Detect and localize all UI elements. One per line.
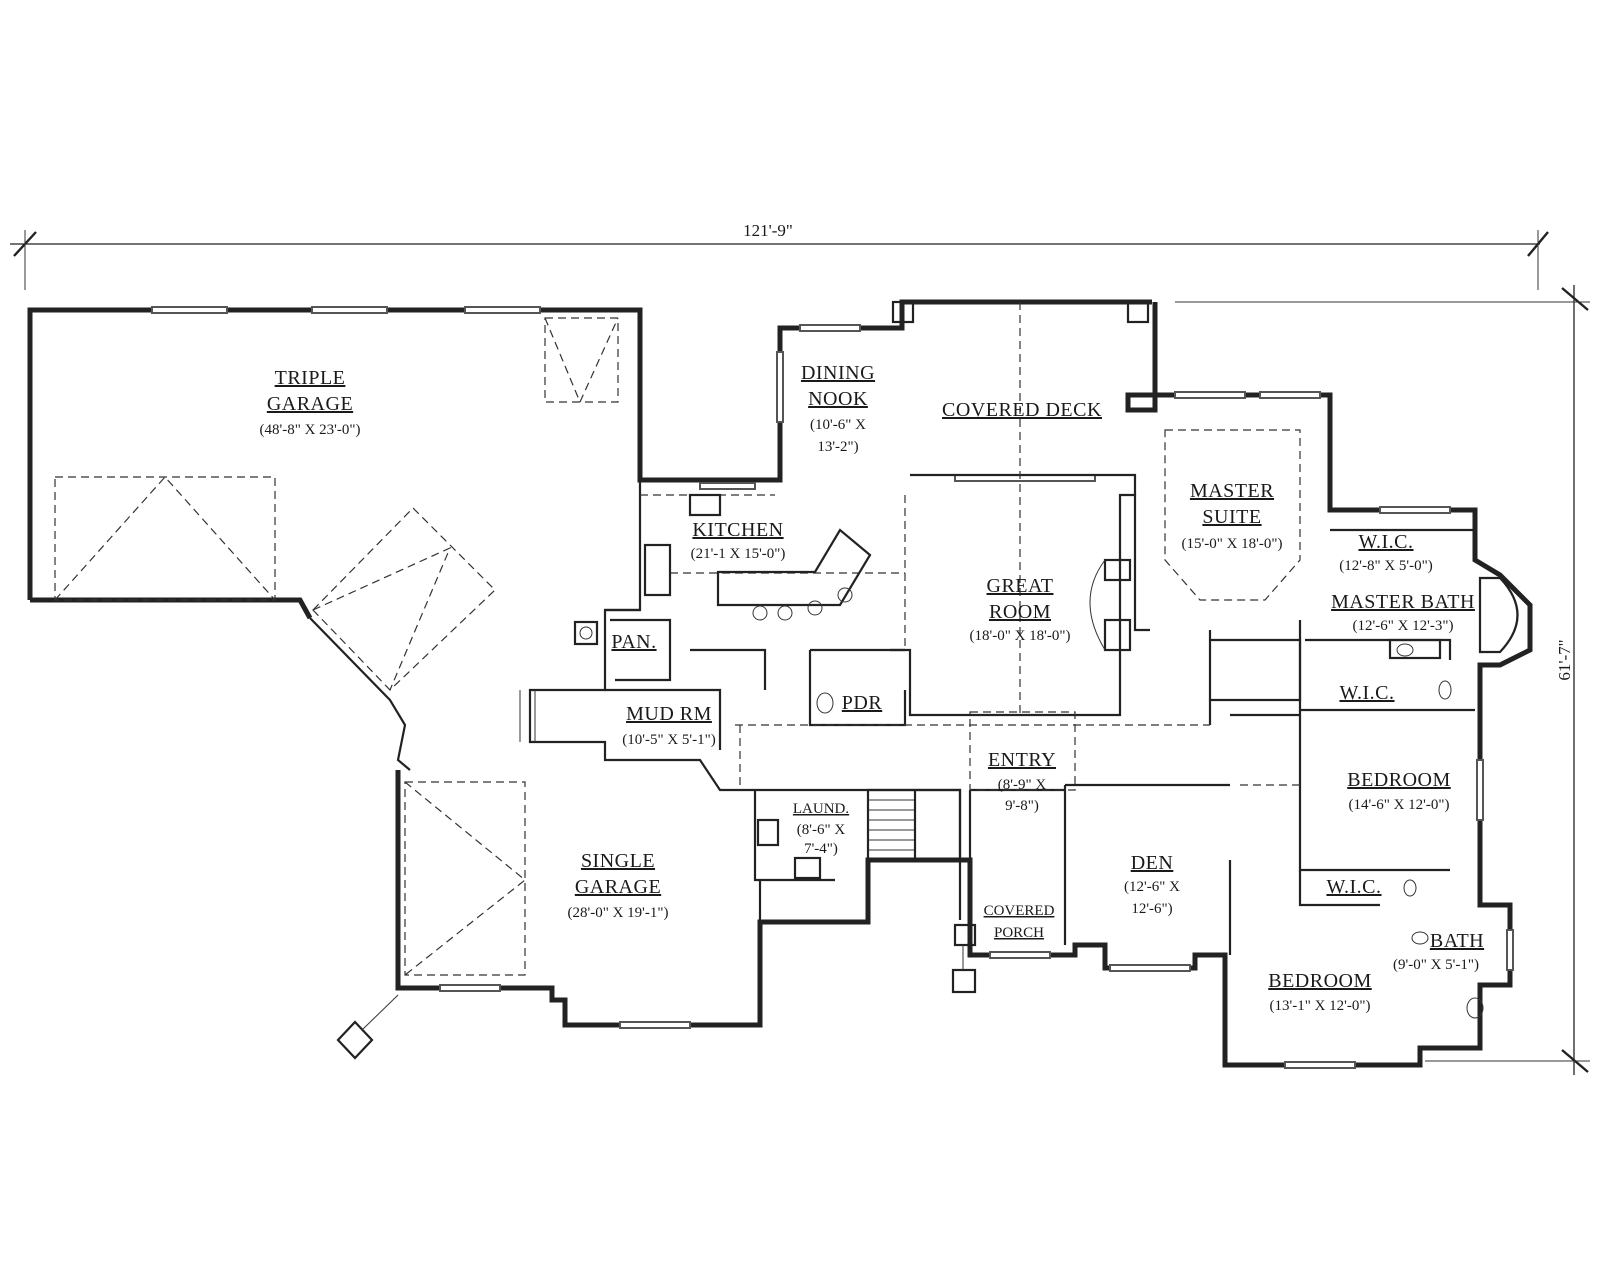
depth-dimension: 61'-7" [1175, 285, 1590, 1075]
kitchen-name: KITCHEN [692, 519, 783, 541]
den-size-2: 12'-6") [1131, 901, 1172, 917]
great-room-name: GREAT [987, 575, 1054, 597]
den-name: DEN [1131, 852, 1174, 874]
master-bath-size: (12'-6" X 12'-3") [1353, 618, 1454, 634]
master-suite-size: (15'-0" X 18'-0") [1182, 536, 1283, 552]
overall-width-label: 121'-9" [743, 221, 793, 240]
width-dimension: 121'-9" [10, 221, 1549, 290]
laundry-size: (8'-6" X [797, 822, 846, 838]
stairs [519, 690, 962, 862]
covered-porch-name-2: PORCH [994, 925, 1044, 941]
wic-master-size: (12'-8" X 5'-0") [1339, 558, 1432, 574]
bath-size: (9'-0" X 5'-1") [1393, 957, 1479, 973]
triple-garage-name: TRIPLE [275, 367, 346, 389]
kitchen-size: (21'-1 X 15'-0") [691, 546, 786, 562]
dining-nook-size-2: 13'-2") [817, 439, 858, 455]
bedroom-2-size: (13'-1" X 12'-0") [1270, 998, 1371, 1014]
laundry-name: LAUND. [793, 801, 849, 817]
dining-nook-size: (10'-6" X [810, 417, 866, 433]
wic-2-name: W.I.C. [1339, 682, 1394, 704]
dining-nook-name: DINING [801, 362, 875, 384]
mud-room-name: MUD RM [626, 703, 712, 725]
laundry-size-2: 7'-4") [804, 841, 838, 857]
bedroom-1-size: (14'-6" X 12'-0") [1349, 797, 1450, 813]
entry-name: ENTRY [988, 749, 1056, 771]
covered-deck-name: COVERED DECK [942, 399, 1102, 421]
mud-room-size: (10'-5" X 5'-1") [622, 732, 715, 748]
bedroom-2-name: BEDROOM [1268, 970, 1372, 992]
triple-garage-size: (48'-8" X 23'-0") [260, 422, 361, 438]
wic-3-name: W.I.C. [1326, 876, 1381, 898]
powder-name: PDR [842, 692, 883, 714]
great-room-size: (18'-0" X 18'-0") [970, 628, 1071, 644]
master-bath-name: MASTER BATH [1331, 591, 1475, 613]
entry-size-2: 9'-8") [1005, 798, 1039, 814]
single-garage-name: SINGLE [581, 850, 655, 872]
master-suite-name-2: SUITE [1202, 506, 1261, 528]
dashed-details [54, 302, 1301, 976]
wic-master-name: W.I.C. [1358, 531, 1413, 553]
fixtures [336, 300, 1519, 1060]
triple-garage-name-2: GARAGE [267, 393, 353, 415]
covered-porch-name: COVERED [984, 903, 1055, 919]
great-room-name-2: ROOM [989, 601, 1051, 623]
single-garage-size: (28'-0" X 19'-1") [568, 905, 669, 921]
pantry-name: PAN. [611, 631, 656, 653]
bath-name: BATH [1430, 930, 1484, 952]
master-suite-name: MASTER [1190, 480, 1274, 502]
bedroom-1-name: BEDROOM [1347, 769, 1451, 791]
den-size: (12'-6" X [1124, 879, 1180, 895]
room-labels: TRIPLE GARAGE (48'-8" X 23'-0") DINING N… [260, 362, 1484, 1014]
entry-size: (8'-9" X [998, 777, 1047, 793]
windows [151, 306, 1514, 1069]
overall-depth-label: 61'-7" [1555, 639, 1574, 680]
dining-nook-name-2: NOOK [808, 388, 868, 410]
single-garage-name-2: GARAGE [575, 876, 661, 898]
